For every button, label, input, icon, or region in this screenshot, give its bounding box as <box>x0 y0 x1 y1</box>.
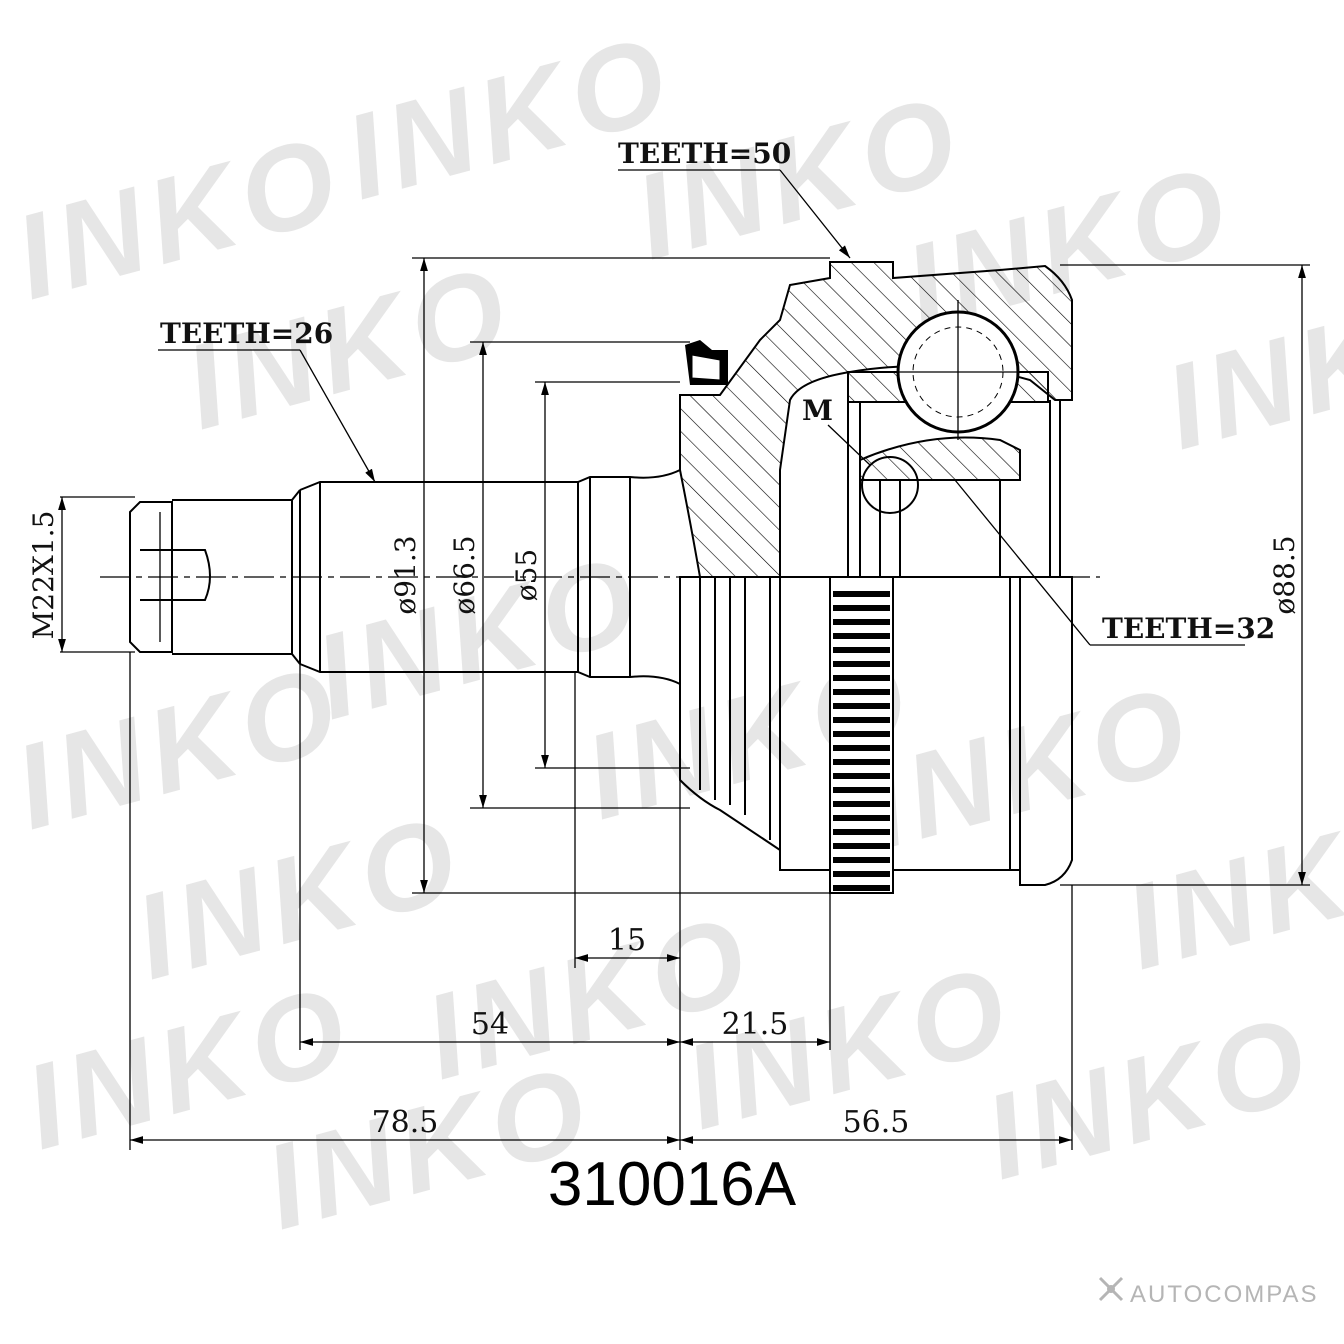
len-56-5-label: 56.5 <box>843 1105 910 1140</box>
abs-ring-tooth <box>833 591 890 597</box>
abs-ring-tooth <box>833 787 890 793</box>
abs-ring-tooth <box>833 885 890 891</box>
horizontal-dimensions <box>129 577 1073 1150</box>
abs-ring-tooth <box>833 675 890 681</box>
abs-ring-tooth <box>833 731 890 737</box>
len-21-5-label: 21.5 <box>722 1007 789 1042</box>
teeth-outer-label: TEETH=50 <box>618 137 791 170</box>
abs-ring-tooth <box>833 689 890 695</box>
abs-ring-tooth <box>833 801 890 807</box>
abs-ring-tooth <box>833 871 890 877</box>
marker-leader <box>827 424 871 466</box>
marker-label: M <box>802 394 833 427</box>
abs-ring-tooth <box>833 717 890 723</box>
abs-ring-tooth <box>833 661 890 667</box>
abs-ring-tooth <box>833 605 890 611</box>
boot-seal <box>685 340 728 385</box>
abs-ring-tooth <box>833 815 890 821</box>
thread-dim-label: M22X1.5 <box>27 511 60 640</box>
threaded-stub <box>129 489 301 665</box>
watermark-text: INKO <box>2 640 357 855</box>
abs-ring-tooth <box>833 759 890 765</box>
abs-ring-tooth <box>833 647 890 653</box>
abs-ring-tooth <box>833 745 890 751</box>
abs-ring-tooth <box>833 703 890 709</box>
len-15-label: 15 <box>608 923 646 958</box>
watermark-text: INKO <box>972 990 1327 1205</box>
splined-shaft <box>299 469 681 685</box>
teeth-shaft-label: TEETH=26 <box>160 317 333 350</box>
part-number: 310016A <box>548 1150 797 1219</box>
autocompas-logo-icon <box>1098 1276 1124 1302</box>
abs-ring-tooth <box>833 857 890 863</box>
abs-ring-tooth <box>833 633 890 639</box>
watermark-text: INKO <box>1152 260 1344 475</box>
site-watermark: AUTOCOMPAS <box>1130 1281 1318 1308</box>
len-54-label: 54 <box>471 1007 509 1042</box>
teeth-leaders <box>158 169 1245 646</box>
detail-marker-circle <box>861 456 919 514</box>
dia-91-3-label: ø91.3 <box>389 535 422 614</box>
abs-tone-ring <box>829 576 894 894</box>
abs-ring-tooth <box>833 619 890 625</box>
abs-ring-tooth <box>833 829 890 835</box>
abs-ring-tooth <box>833 843 890 849</box>
dia-88-5-label: ø88.5 <box>1268 535 1301 614</box>
ball-bearing <box>890 300 1025 440</box>
vertical-dimensions <box>58 257 1310 894</box>
dia-66-5-label: ø66.5 <box>448 535 481 614</box>
teeth-inner-label: TEETH=32 <box>1102 612 1275 645</box>
abs-ring-tooth <box>833 773 890 779</box>
dia-55-label: ø55 <box>510 549 543 602</box>
site-logo: AUTOCOMPAS <box>1098 1276 1318 1308</box>
watermark-text: INKO <box>1112 780 1344 995</box>
len-78-5-label: 78.5 <box>372 1105 439 1140</box>
